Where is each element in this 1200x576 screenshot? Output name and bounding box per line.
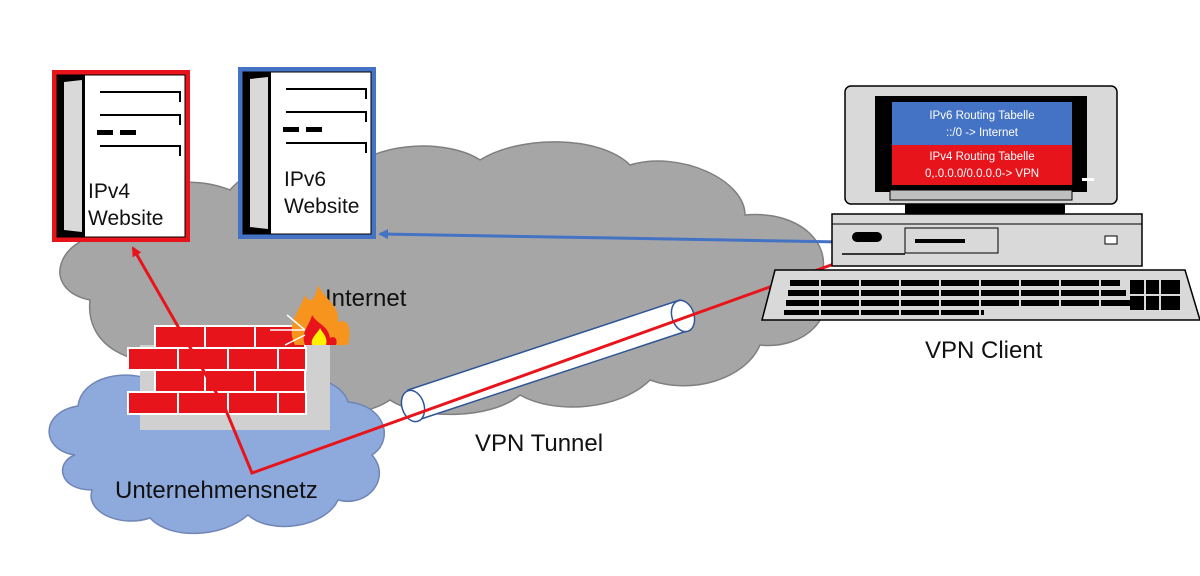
ipv6-server-label-line2: Website bbox=[284, 195, 359, 218]
ipv4-server: IPv4 Website bbox=[52, 70, 190, 242]
ipv4-path-arrow bbox=[131, 246, 182, 331]
vpn-tunnel bbox=[400, 299, 696, 423]
ipv6-server: IPv6 Website bbox=[238, 67, 376, 239]
computer-base bbox=[831, 213, 1143, 267]
vpn-tunnel-label: VPN Tunnel bbox=[475, 430, 603, 457]
fire-icon bbox=[270, 285, 350, 346]
ipv6-path-arrow bbox=[378, 229, 843, 244]
firewall-bricks bbox=[127, 325, 307, 415]
ipv4-server-label-line2: Website bbox=[88, 207, 163, 230]
keyboard bbox=[761, 269, 1200, 321]
ipv4-routing-table-rule: 0,.0.0.0/0.0.0.0-> VPN bbox=[925, 168, 1039, 180]
company-cloud-label: Unternehmensnetz bbox=[115, 477, 318, 504]
vpn-client-computer: IPv6 Routing Tabelle ::/0 -> Internet IP… bbox=[761, 85, 1200, 321]
ipv4-path-line bbox=[178, 258, 846, 475]
firewall bbox=[127, 285, 350, 430]
ipv6-routing-table-title: IPv6 Routing Tabelle bbox=[929, 110, 1034, 122]
vpn-client-label: VPN Client bbox=[925, 337, 1043, 364]
ipv6-server-label-line1: IPv6 bbox=[284, 168, 326, 191]
ipv4-routing-table: IPv4 Routing Tabelle 0,.0.0.0/0.0.0.0-> … bbox=[892, 145, 1072, 185]
ipv6-routing-table: IPv6 Routing Tabelle ::/0 -> Internet bbox=[892, 102, 1072, 145]
ipv6-routing-table-rule: ::/0 -> Internet bbox=[946, 127, 1019, 139]
ipv4-server-label-line1: IPv4 bbox=[88, 180, 130, 203]
vpn-tunnel-end-far bbox=[670, 299, 696, 333]
ipv4-routing-table-title: IPv4 Routing Tabelle bbox=[929, 151, 1034, 163]
internet-cloud-label: Internet bbox=[325, 285, 407, 312]
